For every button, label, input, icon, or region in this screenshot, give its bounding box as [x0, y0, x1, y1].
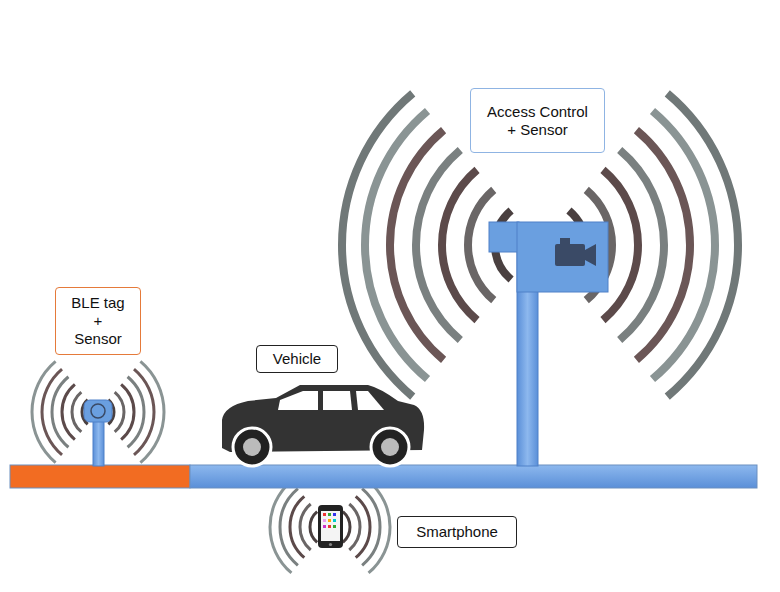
car-silhouette — [222, 385, 424, 466]
node-text: BLE tag + Sensor — [70, 294, 126, 348]
radio-waves — [342, 47, 738, 443]
vehicle-label: Vehicle — [256, 345, 338, 373]
access-control-label: Access Control + Sensor — [470, 88, 605, 153]
ble-tag-post — [84, 400, 112, 466]
smartphone-icon — [318, 505, 343, 548]
ble-tag-label: BLE tag + Sensor — [55, 287, 141, 355]
ground-blue — [190, 465, 757, 488]
access-control-pole — [489, 222, 608, 466]
node-text: Vehicle — [273, 350, 321, 368]
smartphone-label: Smartphone — [397, 516, 517, 548]
radio-waves — [32, 346, 164, 478]
node-text: Access Control + Sensor — [486, 103, 589, 139]
node-text: Smartphone — [416, 523, 498, 541]
ground-orange — [10, 465, 190, 488]
